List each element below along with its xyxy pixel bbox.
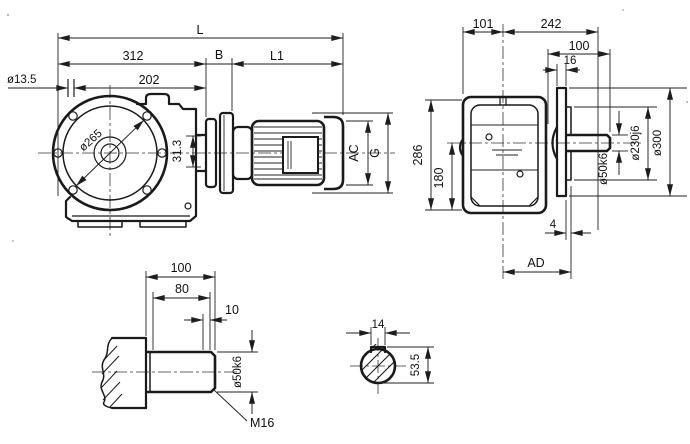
dim-14: 14 — [346, 319, 410, 345]
dim-label-312: 312 — [123, 49, 144, 63]
spigot-edge — [566, 106, 572, 181]
dim-label-100-shaft: 100 — [171, 261, 192, 275]
dim-53-5: 53.5 — [381, 346, 434, 384]
dim-label-16: 16 — [564, 55, 577, 67]
dim-label-53-5: 53.5 — [410, 354, 422, 376]
shaft-end — [146, 350, 217, 394]
plug-hole — [485, 133, 493, 141]
dim-label-shaft-dia-front: ø50k6 — [598, 153, 610, 185]
dim-16: 16 — [543, 55, 580, 86]
flange-plate — [555, 86, 568, 198]
dim-label-flange-dia-front: ø300 — [652, 130, 664, 156]
output-shaft — [566, 133, 612, 153]
terminal-box — [282, 136, 319, 174]
mounting-feet — [77, 221, 187, 228]
dim-label-202: 202 — [139, 73, 160, 87]
shaft-detail-view: 100 80 10 ø50k6 M16 — [92, 261, 274, 430]
motor-rear-bell — [324, 115, 345, 191]
side-view: L 312 B L1 202 ø13.5 — [7, 23, 395, 238]
dim-shaft-dia-front: ø50k6 — [598, 111, 628, 185]
dim-180: 180 — [432, 143, 456, 210]
foot-rib — [470, 196, 481, 207]
dim-L1: L1 — [231, 49, 343, 111]
scan-noise-dot — [12, 240, 14, 242]
dim-AC: AC — [346, 120, 373, 186]
dim-label-31-3: 31.3 — [172, 140, 184, 162]
dim-label-L: L — [197, 23, 204, 37]
plug-hole — [516, 170, 524, 178]
dim-shaft-dia-detail: ø50k6 — [217, 330, 258, 414]
dim-label-80: 80 — [175, 282, 189, 296]
dim-hole-dia: ø13.5 — [7, 74, 75, 97]
scan-noise-dot — [685, 100, 689, 104]
dim-label-AD: AD — [527, 256, 544, 270]
dim-10: 10 — [184, 303, 239, 350]
output-flange-outline — [551, 86, 612, 198]
adapter-flange-1 — [204, 117, 218, 189]
dim-label-shaft-dia-detail: ø50k6 — [232, 356, 244, 388]
motor-fin-body — [250, 119, 326, 187]
dim-label-L1: L1 — [270, 49, 284, 63]
dim-label-AC: AC — [347, 144, 361, 161]
dim-101: 101 — [462, 17, 503, 94]
dim-label-10: 10 — [225, 303, 239, 317]
flange-outer-circle — [51, 94, 169, 212]
dim-80: 80 — [152, 282, 211, 350]
callout-thread: M16 — [212, 388, 274, 430]
scan-noise-dot — [6, 13, 10, 17]
dim-label-4: 4 — [550, 219, 557, 231]
dim-label-100-front: 100 — [569, 39, 590, 53]
dim-286: 286 — [411, 99, 462, 211]
front-view: 101 242 100 16 286 — [411, 17, 687, 281]
dim-label-spigot-dia: ø230j6 — [630, 125, 642, 160]
break-line — [100, 337, 113, 409]
dim-label-thread: M16 — [250, 416, 274, 430]
dim-100-shaft: 100 — [145, 261, 216, 350]
motor-outline — [231, 115, 345, 191]
dim-L: L — [57, 23, 344, 196]
shaft-hub-boss — [551, 125, 559, 161]
housing-front-outline — [458, 95, 548, 215]
dim-G: G — [312, 112, 393, 194]
dim-4: 4 — [545, 186, 591, 279]
scan-noise-dot — [622, 9, 624, 11]
dim-31-3: 31.3 — [172, 135, 201, 168]
dim-label-G: G — [368, 148, 382, 158]
drain-plug — [184, 202, 192, 210]
dim-label-242: 242 — [541, 17, 562, 31]
dim-label-101: 101 — [473, 17, 494, 31]
dim-100-front: 100 — [547, 39, 611, 132]
gear-housing-outline — [64, 92, 235, 228]
dim-312: 312 — [58, 49, 207, 117]
dim-label-14: 14 — [372, 319, 385, 331]
dim-AD: AD — [503, 256, 571, 276]
side-boss — [458, 137, 465, 158]
break-hatching — [100, 345, 123, 408]
flange-spigot-circle — [62, 105, 158, 201]
dim-202: 202 — [74, 73, 206, 92]
dim-flange-dia-front: ø300 — [569, 87, 687, 197]
adapter-neck — [194, 133, 208, 173]
dim-B: B — [206, 48, 232, 65]
foot-rib — [528, 196, 539, 207]
dim-label-180: 180 — [432, 168, 446, 189]
dim-label-hole-dia: ø13.5 — [7, 74, 36, 86]
dim-label-B: B — [215, 48, 223, 62]
key-section-view: 14 53.5 — [346, 319, 434, 394]
shaft-outline — [100, 336, 217, 410]
dim-label-286: 286 — [411, 145, 425, 166]
dim-spigot-dia: ø230j6 — [574, 106, 657, 181]
